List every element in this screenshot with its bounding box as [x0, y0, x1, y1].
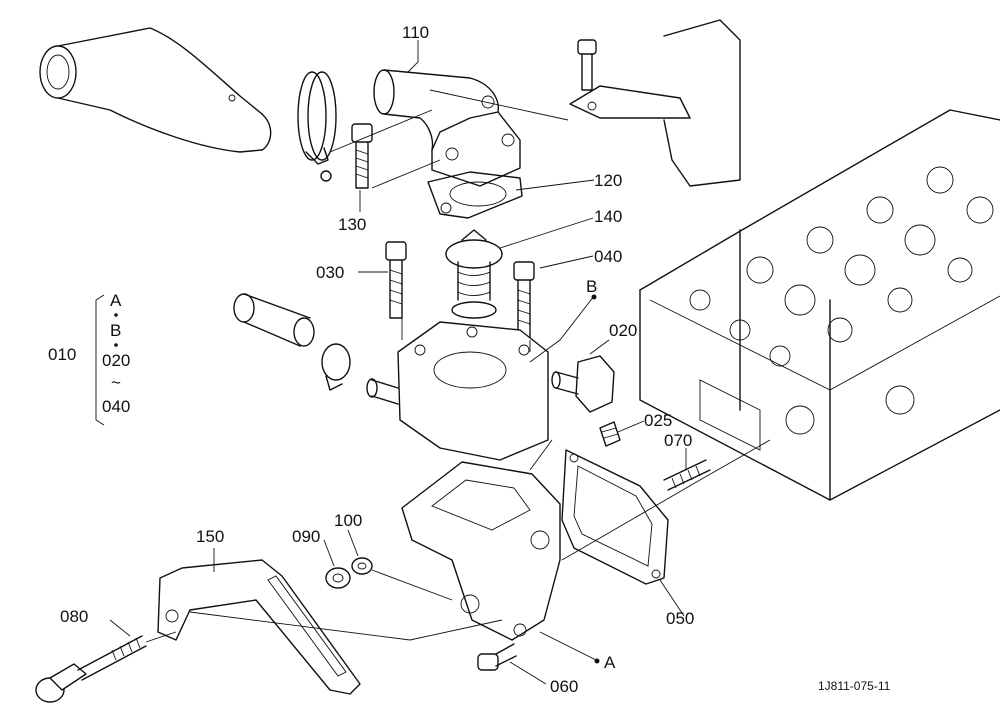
callout-110: 110 [402, 23, 429, 42]
reference-mark-a: A [604, 653, 616, 672]
cylinder-head [639, 109, 1000, 501]
lift-bracket [569, 19, 741, 187]
bolt-030 [385, 241, 407, 319]
callout-070: 070 [664, 431, 692, 450]
reference-dot-a [594, 658, 600, 664]
washer-100 [351, 557, 373, 575]
callout-130: 130 [338, 215, 366, 234]
callout-140: 140 [594, 207, 622, 226]
alternator-bracket [157, 559, 361, 695]
callout-090: 090 [292, 527, 320, 546]
callout-010: 010 [48, 345, 76, 364]
assembly-dot-2 [114, 343, 118, 347]
bolt-130 [351, 123, 373, 189]
assembly-dot-1 [114, 313, 118, 317]
callout-080: 080 [60, 607, 88, 626]
thermostat-cover [373, 69, 521, 187]
thermostat [445, 229, 503, 319]
stud-070 [663, 459, 711, 491]
flange-gasket [561, 449, 669, 585]
water-flange [401, 461, 561, 641]
reference-dot-b [591, 294, 597, 300]
assembly-line-a: A [110, 291, 122, 310]
bolt-040 [513, 261, 535, 341]
cover-gasket [427, 171, 523, 219]
nut-090 [325, 567, 351, 589]
callout-030: 030 [316, 263, 344, 282]
nipple-025 [599, 421, 621, 447]
assembly-line-tilde: ~ [111, 373, 121, 392]
bolt-060 [477, 643, 517, 671]
leader-lines [95, 40, 771, 685]
drawing-number: 1J811-075-11 [818, 679, 891, 693]
callout-025: 025 [644, 411, 672, 430]
callout-020: 020 [609, 321, 637, 340]
assembly-line-b: B [110, 321, 121, 340]
callout-040: 040 [594, 247, 622, 266]
assembly-line-040: 040 [102, 397, 130, 416]
callout-100: 100 [334, 511, 362, 530]
assembly-line-020: 020 [102, 351, 130, 370]
upper-hose [39, 27, 272, 153]
callout-050: 050 [666, 609, 694, 628]
bolt-080 [35, 635, 147, 703]
thermostat-housing [366, 321, 549, 461]
hose-clamp-upper [297, 71, 337, 182]
callout-060: 060 [550, 677, 578, 696]
callout-150: 150 [196, 527, 224, 546]
temperature-sensor [551, 355, 615, 413]
callout-120: 120 [594, 171, 622, 190]
bypass-hose [233, 293, 351, 391]
reference-mark-b: B [586, 277, 597, 296]
